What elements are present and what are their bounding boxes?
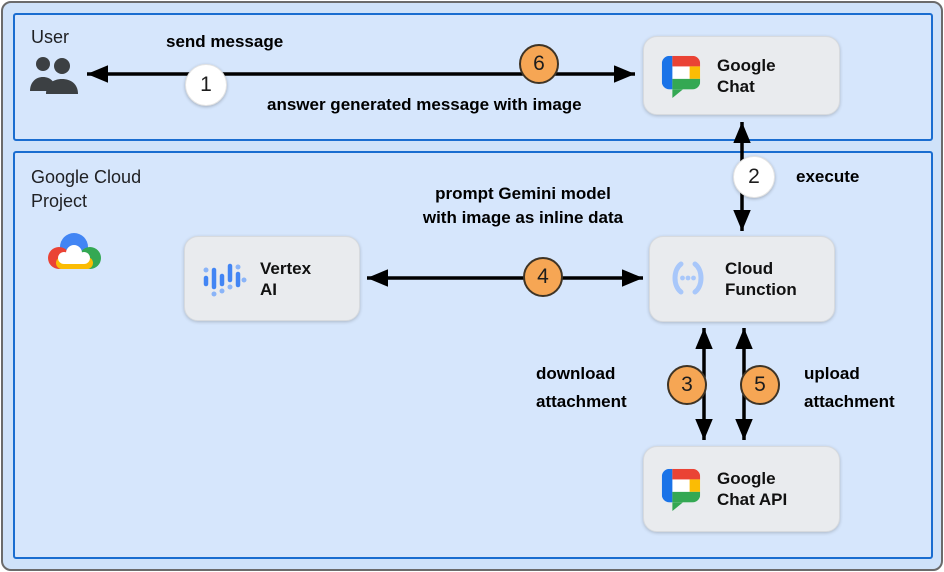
node-vertex-ai: Vertex AI	[184, 236, 360, 321]
zone-user-label: User	[31, 27, 70, 47]
prompt-gemini-label: prompt Gemini model with image as inline…	[422, 184, 624, 227]
step-badge-6: 6	[519, 44, 559, 84]
step-badge-4: 4	[523, 257, 563, 297]
zone-gcp-label: Google Cloud Project	[31, 167, 142, 211]
answer-message-label: answer generated message with image	[267, 95, 582, 114]
step-badge-1: 1	[185, 64, 227, 106]
step-badge-3: 3	[667, 365, 707, 405]
send-message-label: send message	[166, 32, 284, 51]
cloud-function-icon	[664, 255, 712, 303]
node-google-chat-label: Google Chat	[717, 55, 776, 96]
google-cloud-icon	[43, 227, 105, 282]
node-cloud-function: Cloud Function	[649, 236, 835, 322]
step-badge-5: 5	[740, 365, 780, 405]
user-icon	[29, 53, 79, 100]
upload-attachment-label: upload attachment	[804, 364, 895, 411]
node-google-chat: Google Chat	[643, 36, 840, 115]
vertex-ai-icon	[199, 255, 247, 303]
download-attachment-label: download attachment	[536, 364, 627, 411]
google-chat-icon	[658, 466, 704, 512]
node-cloud-function-label: Cloud Function	[725, 259, 797, 299]
node-google-chat-api: Google Chat API	[643, 446, 840, 532]
google-chat-icon	[658, 53, 704, 99]
node-google-chat-api-label: Google Chat API	[717, 469, 788, 509]
execute-label: execute	[796, 167, 860, 186]
step-badge-2: 2	[733, 156, 775, 198]
node-vertex-ai-label: Vertex AI	[260, 258, 312, 299]
